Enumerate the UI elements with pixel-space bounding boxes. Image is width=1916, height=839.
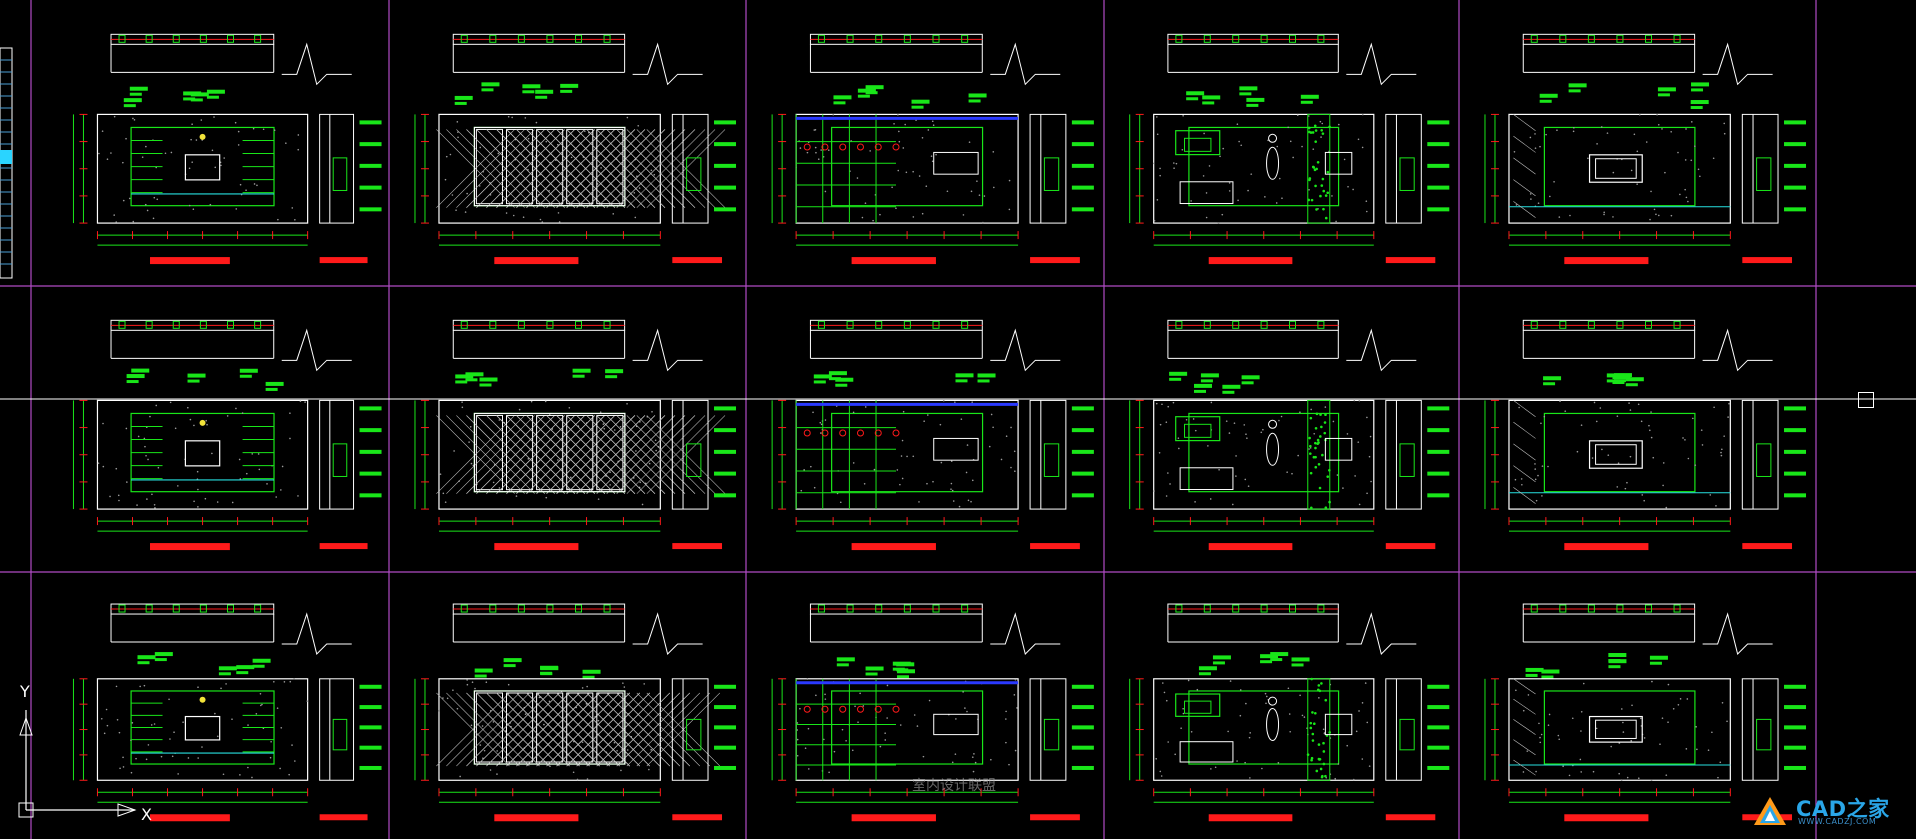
elevation-11[interactable] [72, 603, 382, 822]
cursor-pickbox [1858, 392, 1874, 408]
watermark-text: CAD之家 [1796, 797, 1890, 821]
elevation-5[interactable] [1484, 33, 1807, 265]
elevation-10[interactable] [1484, 319, 1807, 551]
cadzj-logo-icon [1754, 797, 1786, 825]
elevation-6[interactable] [72, 319, 382, 551]
elevation-7[interactable] [414, 319, 737, 551]
elevation-1[interactable] [72, 33, 382, 265]
watermark-url: WWW.CADZJ.COM [1798, 817, 1877, 826]
elevation-9[interactable] [1129, 319, 1450, 551]
center-watermark: 室内设计联盟 [912, 778, 996, 794]
elevation-2[interactable] [414, 33, 737, 265]
left-edge-panel [0, 47, 13, 279]
elevation-13[interactable] [771, 603, 1094, 822]
elevation-8[interactable] [771, 319, 1094, 551]
elevation-15[interactable] [1484, 603, 1807, 822]
elevation-4[interactable] [1129, 33, 1450, 265]
cadzj-watermark: CAD之家 WWW.CADZJ.COM [1752, 791, 1902, 831]
ucs-icon: YX [18, 682, 152, 824]
elevation-12[interactable] [414, 603, 737, 822]
elevation-14[interactable] [1129, 603, 1450, 822]
ucs-x-label: X [141, 805, 152, 824]
ucs-y-label: Y [19, 682, 30, 701]
elevation-3[interactable] [771, 33, 1094, 265]
